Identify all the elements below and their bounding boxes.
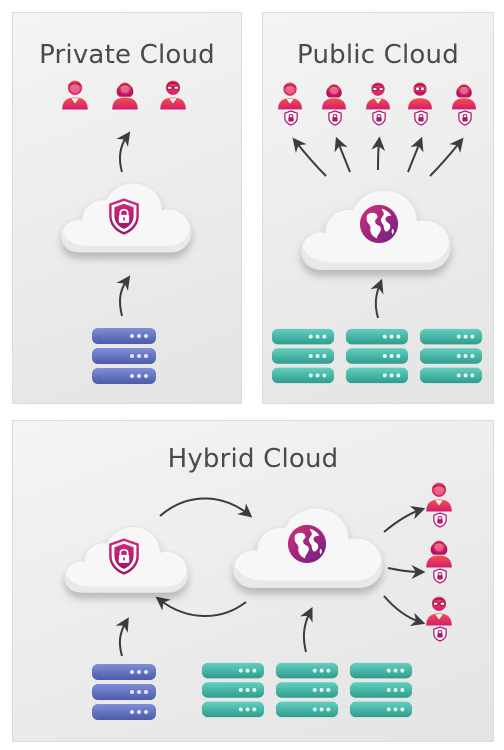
padlock-shield-badge-icon [328,110,342,126]
padlock-shield-icon [109,198,139,235]
globe-icon [287,524,327,564]
user-avatar-icon [407,82,433,110]
curved-arrow-icon [429,137,464,177]
user-avatar-icon [322,84,346,110]
server-rack-icon [92,328,156,384]
user-avatar-icon [426,482,452,512]
curved-arrow-icon [299,606,313,653]
private-cloud-title: Private Cloud [39,40,215,70]
padlock-shield-badge-icon [433,568,447,584]
hybrid-users [425,482,453,642]
padlock-shield-badge-icon [414,110,428,126]
curved-arrow-icon [115,617,129,657]
server-rack-icon [349,662,413,718]
server-rack-icon [271,328,335,384]
user-avatar-icon [426,540,452,568]
curved-arrow-icon [116,131,131,173]
curved-arrow-icon [334,136,351,173]
curved-arrow-icon [292,137,327,177]
user-avatar-icon [452,84,476,110]
private-users [62,80,187,110]
public-arrows [292,136,464,177]
curved-arrow-icon [387,564,426,579]
curved-arrow-icon [116,275,131,317]
curved-arrow-icon [383,506,426,533]
curved-arrow-icon [383,595,426,626]
server-rack-icon [92,664,156,720]
padlock-shield-badge-icon [458,110,472,126]
server-rack-icon [345,328,409,384]
public-cloud-title: Public Cloud [297,40,459,70]
user-avatar-icon [278,82,302,110]
padlock-shield-icon [109,538,139,575]
curved-arrow-icon [370,278,384,319]
user-avatar-icon [62,80,88,110]
globe-icon [359,204,399,244]
curved-arrow-icon [407,136,424,173]
user-avatar-icon [365,82,391,110]
public-users [278,82,476,126]
curved-arrow-icon [159,497,253,518]
padlock-shield-badge-icon [372,110,386,126]
padlock-shield-badge-icon [284,110,298,126]
server-rack-icon [275,662,339,718]
user-avatar-icon [425,596,453,626]
curved-arrow-icon [371,136,386,171]
padlock-shield-badge-icon [433,626,447,642]
server-rack-icon [201,662,265,718]
padlock-shield-badge-icon [433,512,447,528]
hybrid-user-arrows [383,506,426,626]
server-rack-icon [419,328,483,384]
hybrid-cloud-title: Hybrid Cloud [167,444,339,474]
curved-arrow-icon [155,596,247,617]
user-avatar-icon [112,82,138,110]
user-avatar-icon [159,80,187,110]
